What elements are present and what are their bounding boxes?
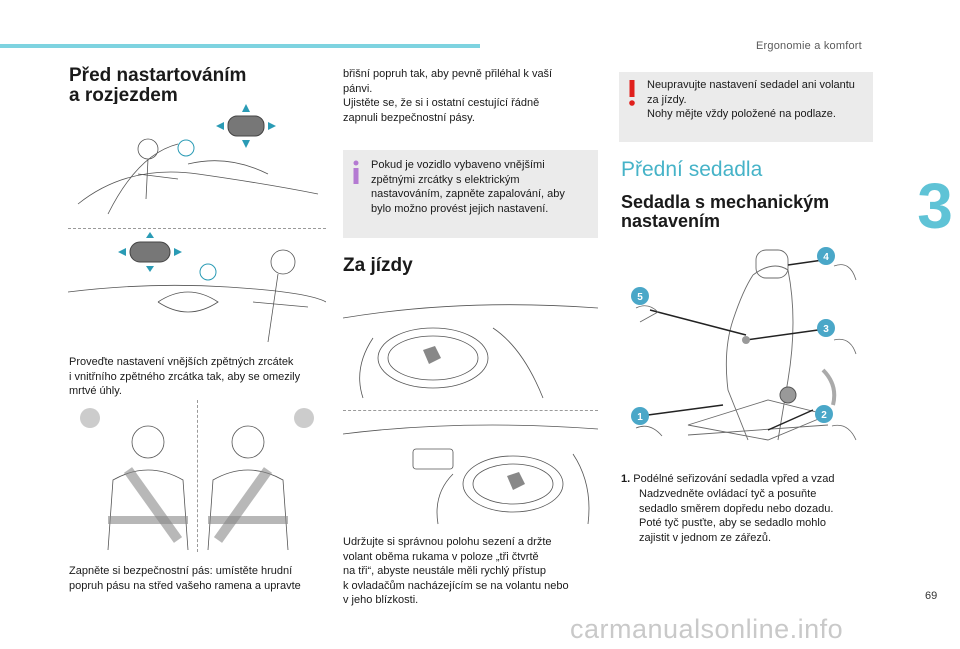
callout-4-label: 4 — [823, 252, 829, 263]
divider — [68, 228, 326, 229]
illustration-steering-wheel-front — [342, 288, 599, 406]
top-accent-bar — [0, 44, 480, 48]
callout-3 — [817, 319, 835, 337]
divider — [343, 410, 598, 411]
callout-4 — [817, 247, 835, 265]
info-text: Pokud je vozidlo vybaveno vnějšími zpětn… — [371, 159, 565, 215]
list-bullet-1: Nadzvedněte ovládací tyč a posuňte sedad… — [639, 488, 834, 515]
paragraph-seat-belt: Zapněte si bezpečnostní pás: umístěte hr… — [69, 565, 301, 592]
subtitle-mechanical-seats: Sedadla s mechanickým nastavením — [621, 192, 830, 231]
illustration-seat-controls: 5 4 3 1 2 — [628, 240, 868, 450]
section-title-front-seats: Přední sedadla — [621, 158, 763, 181]
chapter-title: Ergonomie a komfort — [756, 40, 862, 52]
illustration-steering-wheel-rear — [342, 414, 599, 526]
list-item-longitudinal: 1. Podélné seřizování sedadla vpřed a vz… — [621, 473, 835, 485]
illustration-mirror-adjust-rear — [67, 232, 327, 350]
warning-box-seat-adjust: Neupravujte nastavení sedadel ani volant… — [619, 72, 873, 142]
chapter-number: 3 — [917, 170, 953, 242]
callout-1 — [631, 407, 649, 425]
warning-text: Neupravujte nastavení sedadel ani volant… — [647, 79, 855, 120]
callout-5-label: 5 — [637, 292, 643, 303]
callout-5 — [631, 287, 649, 305]
page-number: 69 — [925, 590, 938, 602]
divider-vertical — [197, 400, 198, 552]
section-title-driving: Za jízdy — [343, 255, 413, 276]
watermark: carmanualsonline.info — [570, 614, 844, 644]
callout-3-label: 3 — [823, 324, 829, 335]
paragraph-driving-position: Udržujte si správnou polohu sezení a drž… — [343, 536, 569, 606]
callout-2 — [815, 405, 833, 423]
callout-2-label: 2 — [821, 410, 827, 421]
illustration-mirror-adjust-front — [68, 104, 326, 224]
list-bullet-2: Poté tyč pusťte, aby se sedadlo mohlo za… — [639, 517, 826, 544]
info-icon — [353, 160, 359, 184]
section-title-before-start: Před nastartováním a rozjezdem — [69, 65, 247, 106]
paragraph-mirrors: Proveďte nastavení vnějších zpětných zrc… — [69, 356, 301, 397]
callout-1-label: 1 — [637, 412, 643, 423]
warning-icon — [629, 80, 635, 106]
paragraph-seat-belt-continued: břišní popruh tak, aby pevně přiléhal k … — [343, 68, 553, 124]
info-box-electric-mirrors: Pokud je vozidlo vybaveno vnějšími zpětn… — [343, 150, 598, 238]
